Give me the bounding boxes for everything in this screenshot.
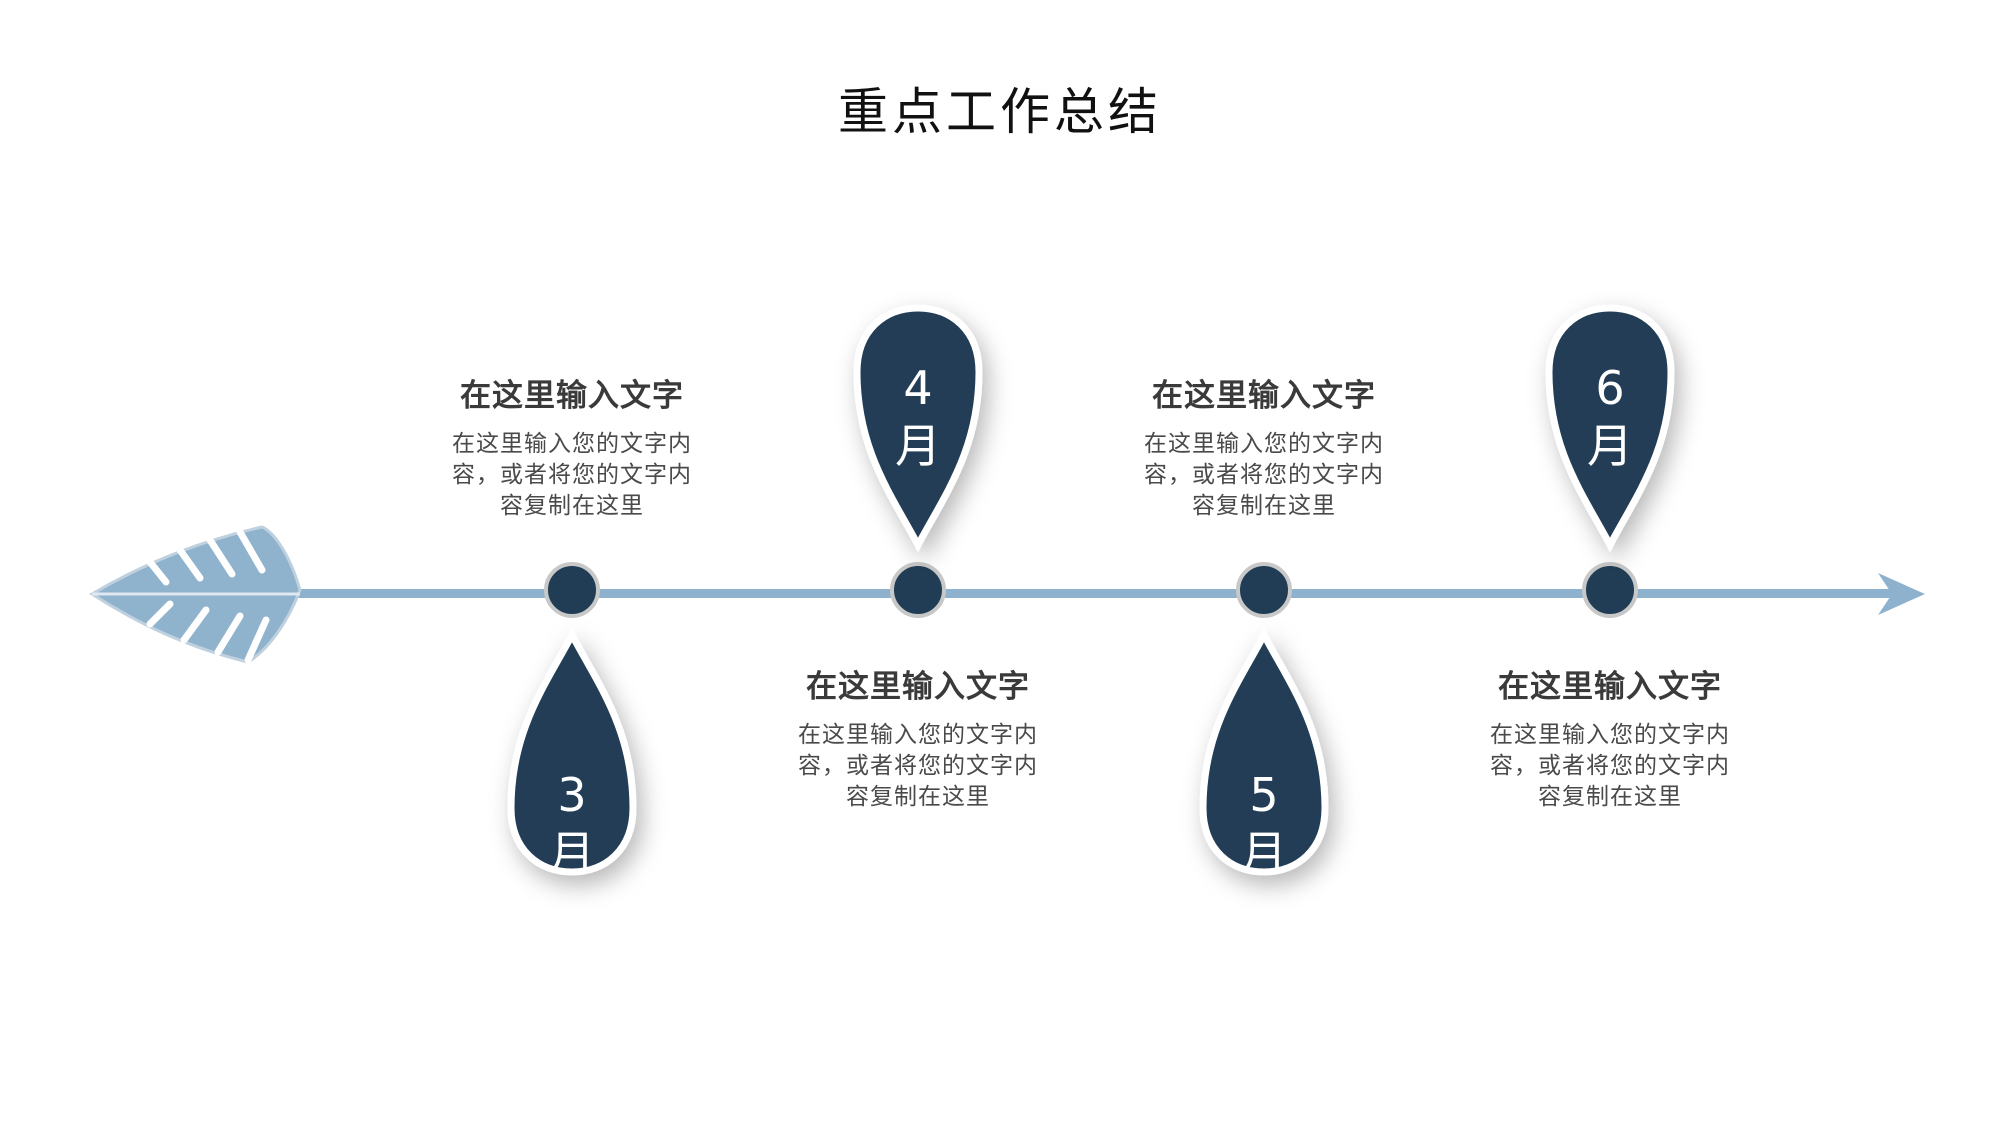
timeline-line	[280, 589, 1900, 598]
month-unit: 月	[1587, 419, 1633, 473]
block-body: 在这里输入您的文字内容，或者将您的文字内容复制在这里	[798, 722, 1038, 810]
text-block-3: 在这里输入文字 在这里输入您的文字内容，或者将您的文字内容复制在这里	[437, 370, 707, 522]
month-unit: 月	[549, 826, 595, 880]
drop-pin-icon	[1545, 304, 1675, 553]
block-heading: 在这里输入文字	[1498, 669, 1722, 705]
block-heading: 在这里输入文字	[460, 378, 684, 414]
text-block-4: 在这里输入文字 在这里输入您的文字内容，或者将您的文字内容复制在这里	[783, 661, 1053, 813]
leaf-icon	[89, 525, 302, 664]
page-title: 重点工作总结	[838, 83, 1162, 141]
drop-pin-icon	[507, 627, 637, 876]
block-body: 在这里输入您的文字内容，或者将您的文字内容复制在这里	[1144, 431, 1384, 519]
month-label-4: 4 月	[868, 359, 968, 475]
block-heading: 在这里输入文字	[806, 669, 1030, 705]
month-label-3: 3 月	[522, 766, 622, 882]
month-number: 5	[1249, 768, 1279, 822]
timeline-dot-icon	[544, 562, 1638, 618]
month-number: 3	[557, 768, 587, 822]
block-body: 在这里输入您的文字内容，或者将您的文字内容复制在这里	[452, 431, 692, 519]
drop-pin-icon	[853, 304, 983, 553]
block-body: 在这里输入您的文字内容，或者将您的文字内容复制在这里	[1490, 722, 1730, 810]
block-heading: 在这里输入文字	[1152, 378, 1376, 414]
text-block-5: 在这里输入文字 在这里输入您的文字内容，或者将您的文字内容复制在这里	[1129, 370, 1399, 522]
month-label-5: 5 月	[1214, 766, 1314, 882]
month-unit: 月	[1241, 826, 1287, 880]
drop-pin-icon	[1199, 627, 1329, 876]
month-number: 6	[1595, 361, 1625, 415]
arrowhead-icon	[1878, 573, 1925, 615]
month-unit: 月	[895, 419, 941, 473]
text-block-6: 在这里输入文字 在这里输入您的文字内容，或者将您的文字内容复制在这里	[1475, 661, 1745, 813]
month-label-6: 6 月	[1560, 359, 1660, 475]
month-number: 4	[903, 361, 933, 415]
